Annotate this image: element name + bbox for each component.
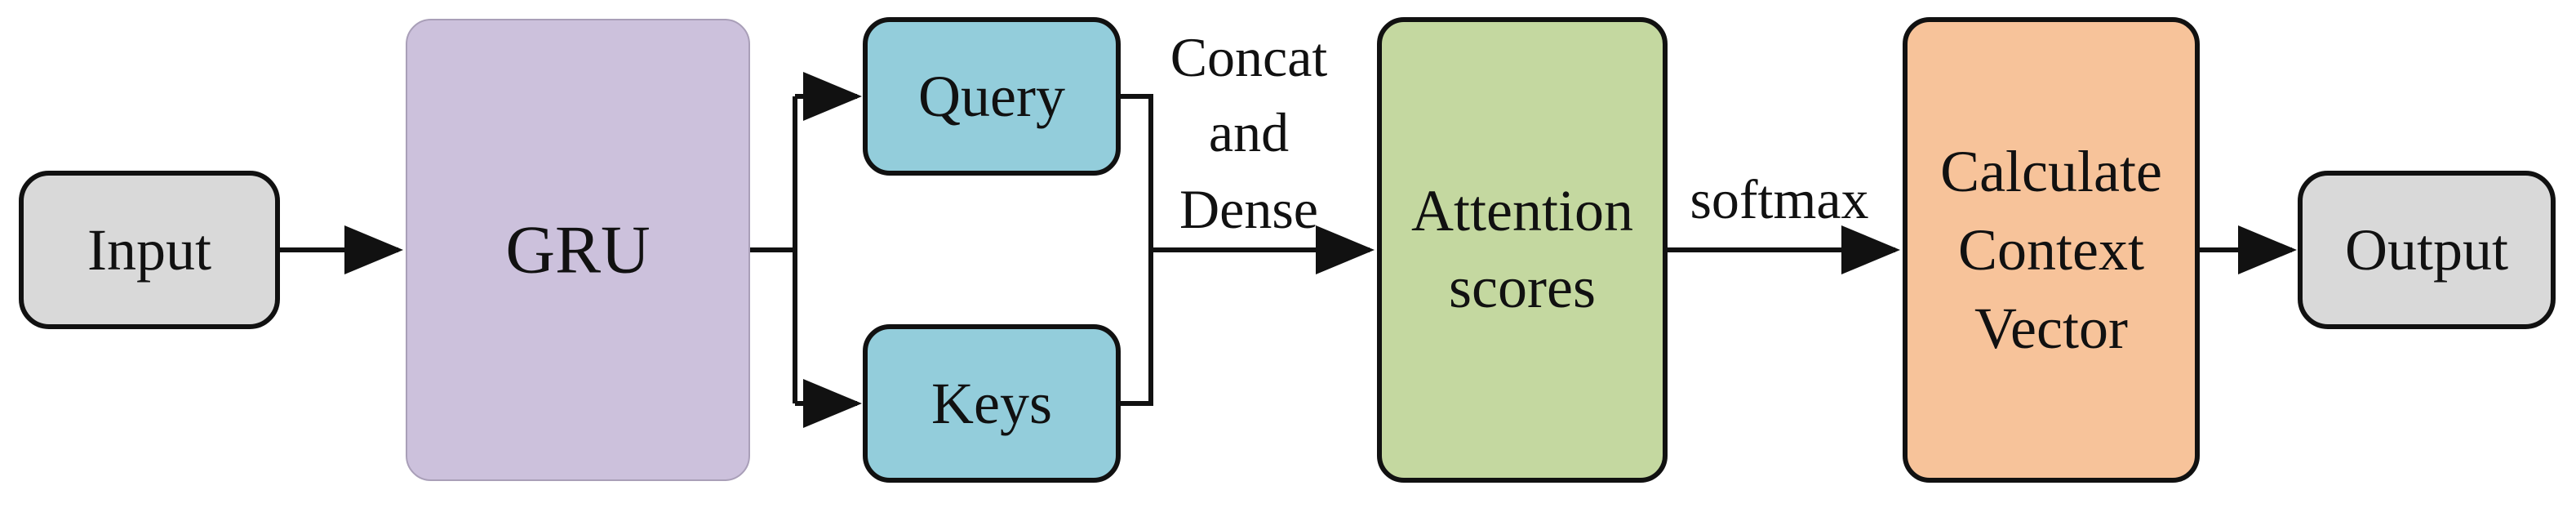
context-vector-line2: Context bbox=[1958, 217, 2144, 283]
output-label: Output bbox=[2345, 217, 2508, 283]
keys-label: Keys bbox=[931, 371, 1052, 436]
concat-label-line3: Dense bbox=[1179, 178, 1318, 240]
connectors bbox=[278, 72, 2297, 428]
keys-box bbox=[863, 324, 1121, 483]
input-box bbox=[19, 171, 280, 329]
concat-label-line1: Concat bbox=[1170, 26, 1328, 88]
input-node: Input bbox=[19, 171, 280, 329]
concat-dense-label: Concat and Dense bbox=[1170, 26, 1328, 240]
gru-label: GRU bbox=[505, 212, 650, 288]
concat-label-line2: and bbox=[1209, 101, 1289, 163]
softmax-label: softmax bbox=[1690, 168, 1868, 230]
context-vector-node: Calculate Context Vector bbox=[1903, 17, 2200, 483]
query-node: Query bbox=[863, 17, 1121, 176]
context-vector-box bbox=[1903, 17, 2200, 483]
context-vector-line3: Vector bbox=[1974, 296, 2128, 361]
gru-box bbox=[406, 19, 750, 481]
keys-node: Keys bbox=[863, 324, 1121, 483]
attention-scores-line2: scores bbox=[1449, 255, 1596, 320]
attention-scores-box bbox=[1377, 17, 1668, 483]
attention-scores-node: Attention scores bbox=[1377, 17, 1668, 483]
query-box bbox=[863, 17, 1121, 176]
wire-query-keys-merge bbox=[1118, 94, 1153, 406]
wire-gru-branch bbox=[749, 96, 797, 403]
gru-node: GRU bbox=[406, 19, 750, 481]
query-label: Query bbox=[918, 64, 1065, 129]
attention-scores-line1: Attention bbox=[1411, 178, 1633, 243]
input-label: Input bbox=[87, 217, 211, 283]
output-node: Output bbox=[2298, 171, 2556, 329]
output-box bbox=[2298, 171, 2556, 329]
context-vector-line1: Calculate bbox=[1940, 139, 2162, 204]
